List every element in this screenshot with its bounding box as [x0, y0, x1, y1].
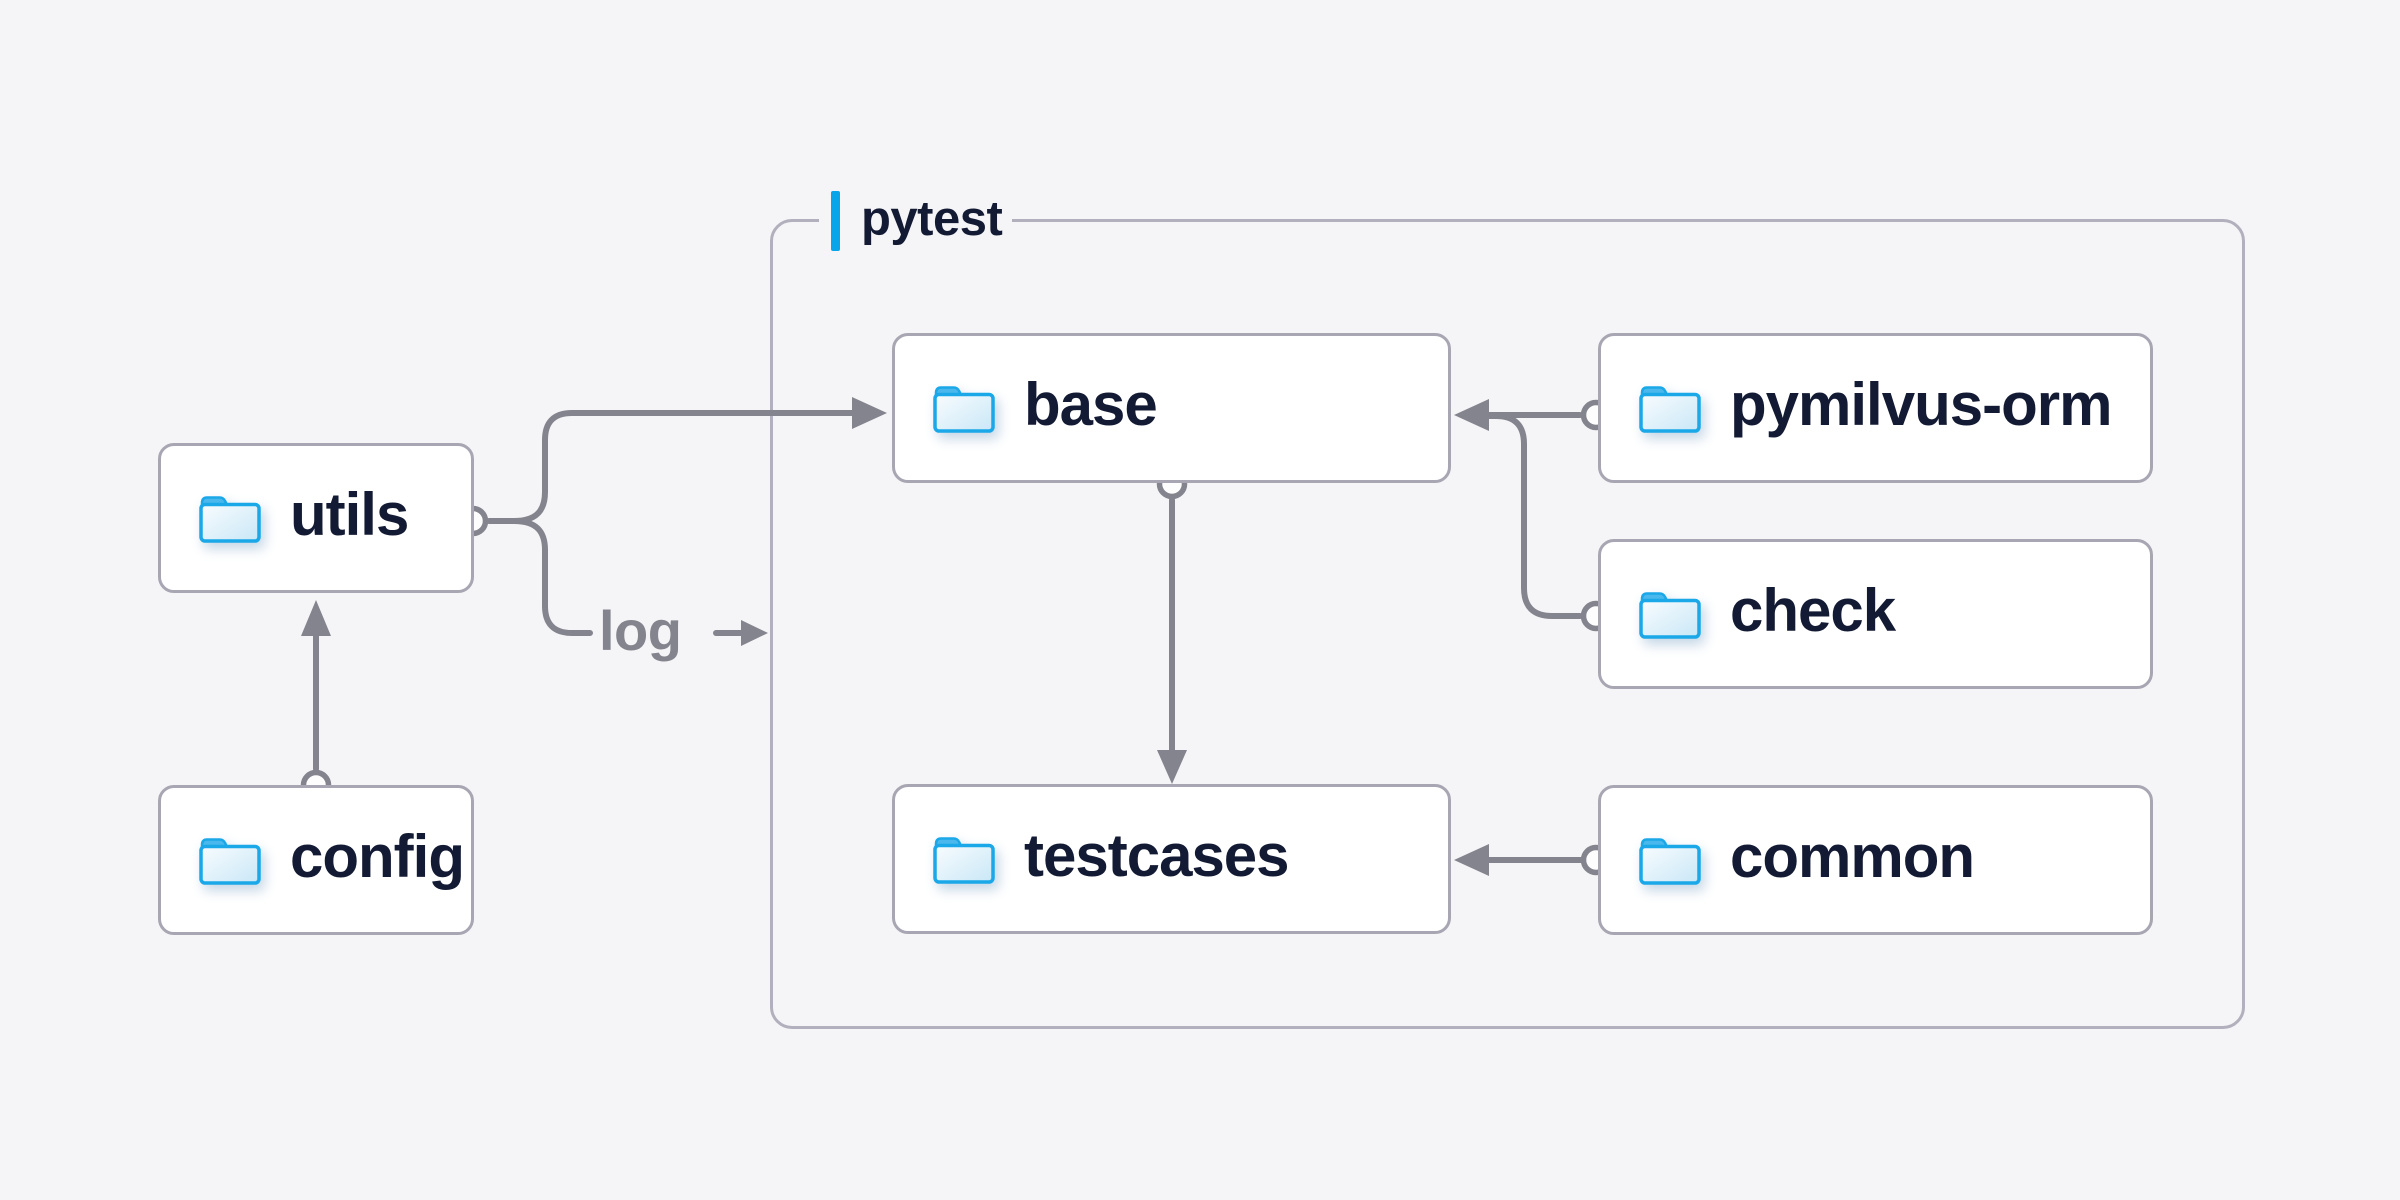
- node-check: check: [1598, 539, 2153, 689]
- node-label: pymilvus-orm: [1730, 371, 2112, 438]
- node-label: utils: [290, 481, 409, 548]
- folder-icon: [933, 837, 995, 884]
- folder-icon: [1639, 592, 1701, 639]
- folder-icon: [199, 838, 261, 885]
- group-title: pytest: [861, 191, 1003, 246]
- node-base: base: [892, 333, 1451, 483]
- folder-icon: [199, 496, 261, 543]
- edge-label-log: log: [599, 599, 682, 662]
- edge-config-utils: [301, 600, 331, 772]
- node-label: check: [1730, 577, 1896, 644]
- folder-icon: [1639, 386, 1701, 433]
- node-config: config: [158, 785, 474, 935]
- node-utils: utils: [158, 443, 474, 593]
- node-label: testcases: [1024, 822, 1290, 889]
- folder-icon: [933, 386, 995, 433]
- node-testcases: testcases: [892, 784, 1451, 934]
- group-pytest-label: pytest: [819, 189, 1013, 253]
- node-label: config: [290, 823, 465, 890]
- folder-icon: [1639, 838, 1701, 885]
- node-common: common: [1598, 785, 2153, 935]
- node-label: common: [1730, 823, 1975, 890]
- group-pytest: pytest: [770, 189, 2245, 1029]
- accent-bar: [831, 191, 840, 251]
- node-pymilvus-orm: pymilvus-orm: [1598, 333, 2153, 483]
- node-label: base: [1024, 371, 1158, 438]
